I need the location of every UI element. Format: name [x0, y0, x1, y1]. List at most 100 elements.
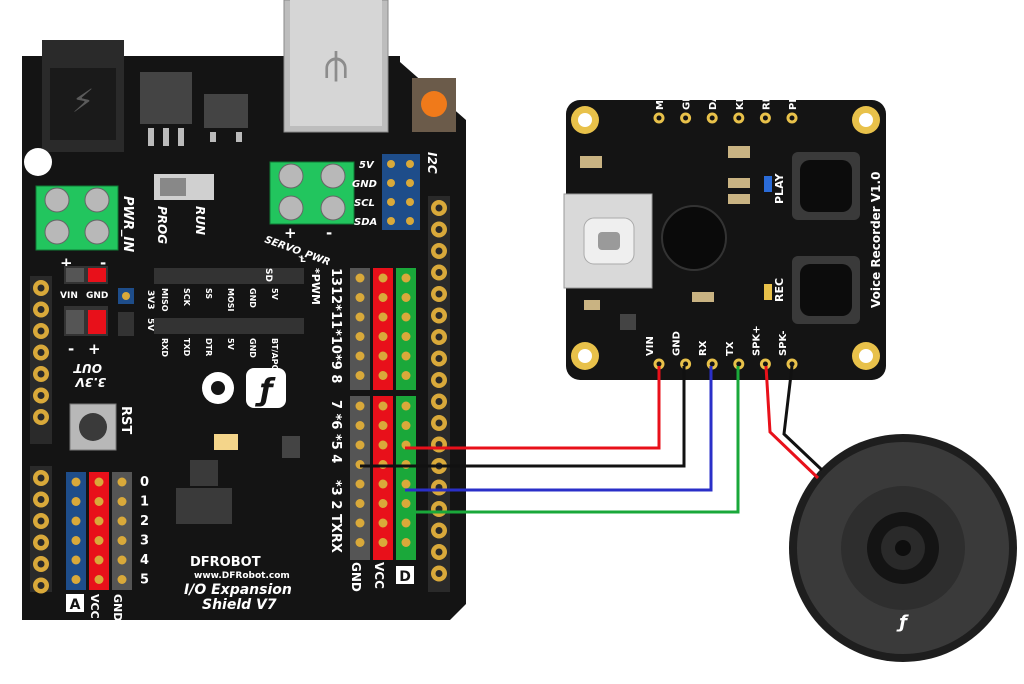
recorder-bottom-pin-label: VIN — [645, 336, 656, 356]
pwr-in-label: PWR_IN — [120, 196, 135, 252]
header-pad — [355, 538, 365, 547]
header-pad — [378, 499, 388, 508]
recorder-top-pin-label: PLAY — [788, 82, 799, 110]
3v3-label: 3V3 — [145, 290, 155, 310]
wire-spk-minus-black — [782, 365, 824, 472]
header-pad — [355, 293, 365, 302]
header-pad — [71, 555, 81, 565]
header-pad — [71, 477, 81, 487]
left-edge-header — [30, 276, 52, 594]
analog-pin-number: 0 — [140, 475, 149, 490]
analog-pin-number: 4 — [140, 553, 149, 568]
d-label: D — [399, 569, 411, 585]
header-pad — [378, 273, 388, 283]
gnd-label: GND — [86, 291, 108, 301]
wire-spk-plus-red — [764, 365, 820, 480]
recorder-bottom-pin-label: SPK- — [778, 330, 789, 356]
spi-pin-label: MISO — [160, 288, 169, 312]
header-pad — [355, 371, 365, 380]
header-pad — [71, 536, 81, 545]
i2c-label: I2C — [425, 152, 439, 174]
df-logo-icon — [246, 368, 286, 408]
servo-minus-label: - — [326, 224, 332, 242]
recorder-bottom-pin-label: RX — [698, 340, 709, 356]
header-pad — [117, 555, 127, 565]
i2c-gnd-label: GND — [352, 179, 377, 190]
spi-pin-label: SS — [204, 288, 213, 299]
rst-label: RST — [118, 406, 133, 434]
name1-label: I/O Expansion — [184, 582, 292, 598]
i2c-header: 5V GND SCL SDA I2C — [352, 152, 439, 230]
recorder-top-pin-label: MIC — [655, 89, 666, 110]
speaker-logo-icon: ƒ — [896, 612, 909, 633]
header-pad — [378, 538, 388, 547]
bt-pin-label: BT/APC — [270, 338, 279, 371]
recorder-bottom-pin-label: GND — [672, 331, 683, 356]
i2c-5v-label: 5V — [359, 160, 375, 171]
header-pad — [71, 575, 81, 584]
header-pad — [401, 293, 411, 302]
recorder-bottom-pin-label: TX — [725, 341, 736, 356]
analog-pin-number: 5 — [140, 573, 149, 588]
recorder-top-pin-label: REC — [761, 88, 772, 110]
spi-pin-label: SCK — [182, 288, 191, 307]
header-pad — [378, 421, 388, 430]
bt-pin-label: TXD — [182, 338, 191, 357]
header-pad — [401, 371, 411, 380]
header-pad — [94, 555, 104, 565]
header-pad — [401, 421, 411, 430]
header-pad — [117, 516, 127, 526]
header-pad — [401, 351, 411, 361]
digital-header: *PWM L 1312*11*10*9 8 7 *6 *5 4 *3 2 TXR… — [300, 255, 416, 592]
prog-label: PROG — [155, 206, 169, 244]
digital-bot-label: *3 2 TXRX — [328, 480, 343, 553]
l-label: L — [300, 255, 306, 265]
bt-pin-label: GND — [248, 338, 257, 358]
usb-icon: ⫛ — [324, 42, 348, 88]
5v-label: 5V — [145, 318, 155, 331]
gear-icon — [202, 372, 234, 404]
recorder-top-pin-label: KEY — [735, 87, 746, 110]
header-pad — [71, 497, 81, 506]
out-33v-label: 3.3V — [74, 375, 106, 389]
analog-pin-number: 3 — [140, 534, 149, 549]
header-pad — [378, 293, 388, 302]
header-pad — [117, 575, 127, 584]
header-pad — [401, 518, 411, 528]
header-pad — [117, 497, 127, 506]
name2-label: Shield V7 — [202, 597, 277, 613]
header-pad — [355, 401, 365, 411]
header-pad — [378, 312, 388, 322]
header-pad — [378, 371, 388, 380]
d-gnd-label: GND — [349, 562, 363, 592]
a-vcc-label: VCC — [88, 594, 101, 619]
i2c-scl-label: SCL — [354, 198, 375, 209]
out-minus-label: - — [68, 340, 74, 358]
header-pad — [401, 538, 411, 547]
servo-plus-label: + — [284, 224, 297, 242]
header-pad — [401, 499, 411, 508]
pwr-minus-label: - — [100, 254, 106, 272]
analog-pin-number: 1 — [140, 495, 149, 510]
out-label: OUT — [73, 361, 102, 375]
header-pad — [355, 351, 365, 361]
out-plus-label: + — [88, 340, 101, 358]
spi-pin-label: GND — [248, 288, 257, 308]
header-pad — [71, 516, 81, 526]
wire-tx-green — [405, 366, 740, 514]
header-pad — [117, 536, 127, 545]
header-pad — [401, 401, 411, 411]
io-expansion-shield: ⫛ ⚡ + - PWR_IN PROG RUN — [22, 0, 466, 621]
header-pad — [355, 332, 365, 341]
header-pad — [355, 421, 365, 430]
pwm-label: *PWM — [309, 268, 322, 305]
bt-pin-label: RXD — [160, 338, 169, 357]
header-pad — [117, 477, 127, 487]
analog-pin-number: 2 — [140, 514, 149, 529]
digital-top-label: 1312*11*10*9 8 — [328, 268, 343, 383]
